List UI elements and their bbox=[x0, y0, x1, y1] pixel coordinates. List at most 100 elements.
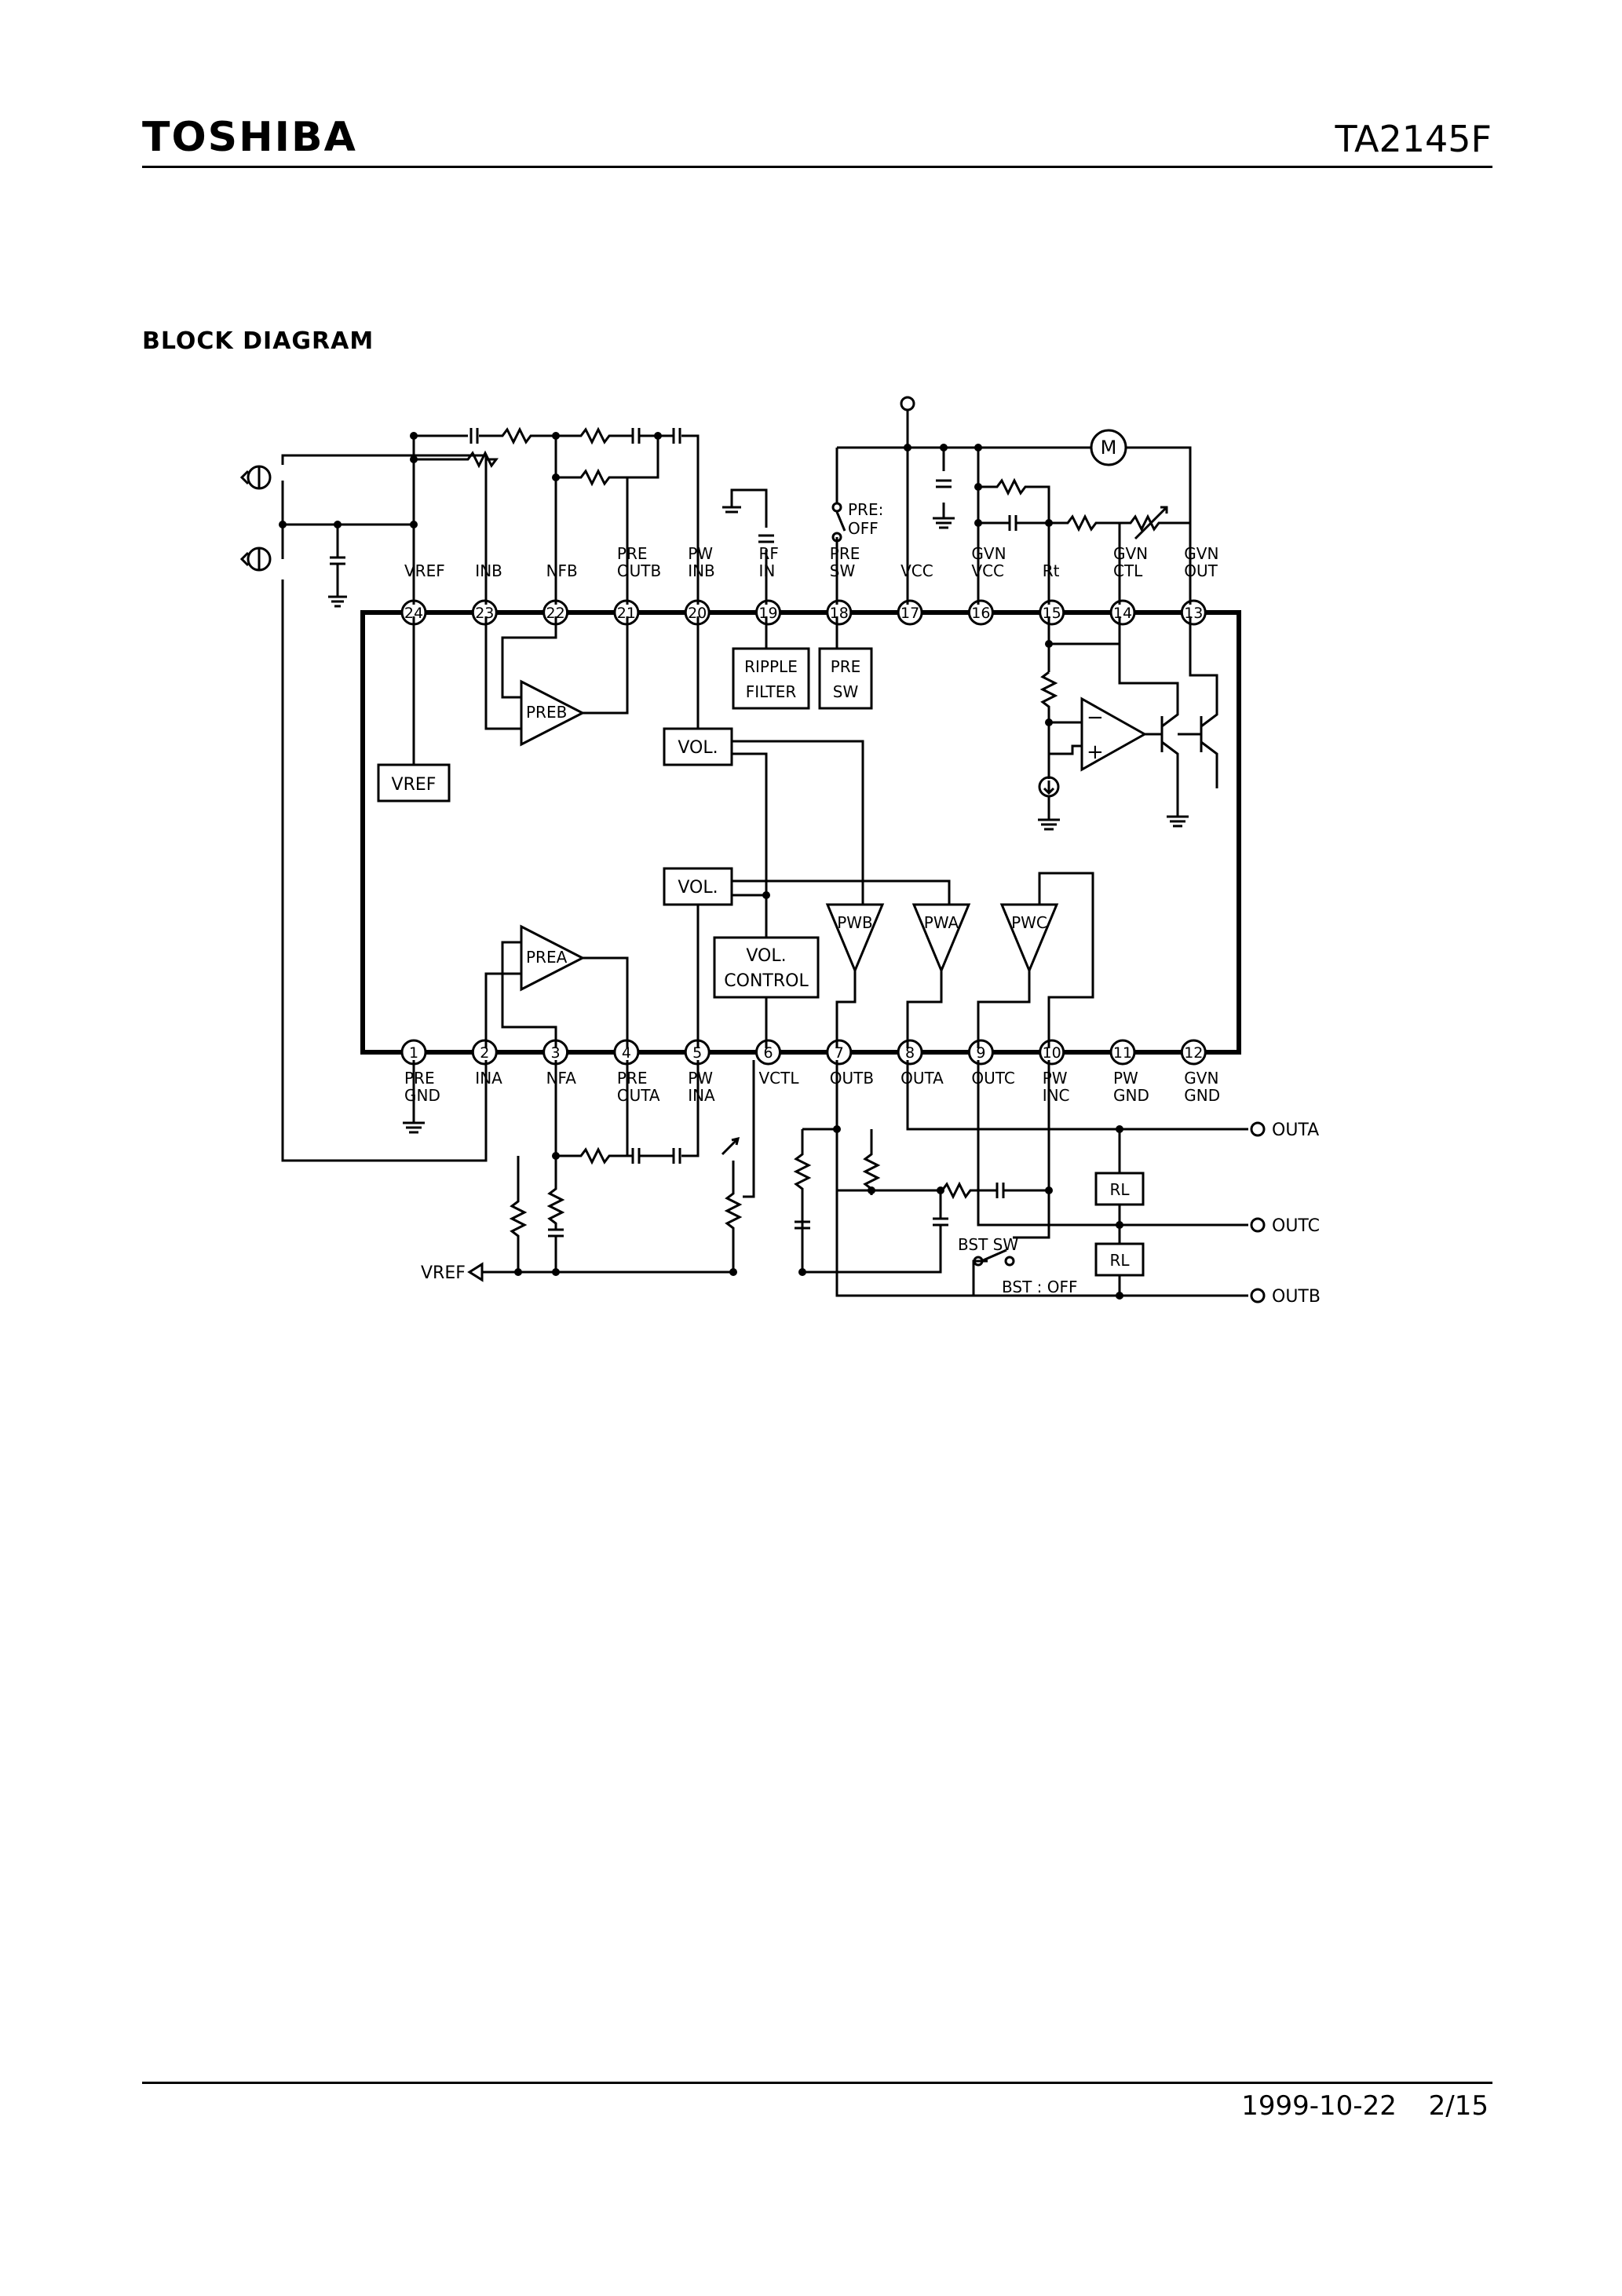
vol-a-label: VOL. bbox=[678, 878, 718, 898]
pin-label-2-0: INA bbox=[475, 1069, 502, 1088]
pin-10 bbox=[1039, 1039, 1065, 1066]
pin-number-13: 13 bbox=[1184, 605, 1203, 622]
pin-label-21-1: OUTB bbox=[617, 561, 661, 580]
pre-off-label-2: OFF bbox=[848, 519, 879, 538]
pin-number-1: 1 bbox=[409, 1044, 418, 1062]
pin-16 bbox=[967, 599, 994, 626]
pin-label-18-0: PRE bbox=[830, 544, 860, 563]
brand-logo: TOSHIBA bbox=[142, 114, 357, 161]
pin-label-22-0: NFB bbox=[546, 561, 578, 580]
pin-18 bbox=[826, 599, 853, 626]
pre-sw-block bbox=[818, 647, 873, 710]
pin-label-4-1: OUTA bbox=[617, 1086, 660, 1105]
pin-label-12-1: GND bbox=[1184, 1086, 1220, 1105]
external-bottom-wiring: RL RL bbox=[279, 432, 1266, 1303]
footer-page: 2/15 bbox=[1428, 2090, 1489, 2122]
pin-label-10-1: INC bbox=[1043, 1086, 1070, 1105]
vol-control-label-1: VOL. bbox=[746, 946, 786, 966]
pin-8 bbox=[897, 1039, 923, 1066]
bst-sw-label: BST SW bbox=[958, 1235, 1018, 1254]
ripple-filter-block bbox=[732, 647, 810, 710]
pre-sw-label-1: PRE bbox=[831, 657, 861, 676]
pin-label-15-0: Rt bbox=[1043, 561, 1060, 580]
pin-label-5-1: INA bbox=[688, 1086, 715, 1105]
pin-label-11-1: GND bbox=[1113, 1086, 1149, 1105]
pin-label-18-1: SW bbox=[830, 561, 856, 580]
vol-b-label: VOL. bbox=[678, 738, 718, 758]
ripple-filter-label-1: RIPPLE bbox=[744, 657, 798, 676]
pin-19 bbox=[755, 599, 781, 626]
ripple-filter-label-2: FILTER bbox=[746, 682, 797, 701]
pin-label-19-0: RF bbox=[759, 544, 779, 563]
out-b-terminal-icon bbox=[1250, 1288, 1266, 1303]
vref-external-label: VREF bbox=[421, 1263, 466, 1283]
pin-number-12: 12 bbox=[1184, 1044, 1203, 1062]
input-jack-a-icon bbox=[239, 547, 272, 572]
pin-17 bbox=[897, 599, 923, 626]
vref-block-label: VREF bbox=[392, 775, 437, 795]
pin-number-11: 11 bbox=[1113, 1044, 1132, 1062]
pin-number-4: 4 bbox=[622, 1044, 631, 1062]
ic-package bbox=[360, 610, 1241, 1055]
pre-sw-label-2: SW bbox=[833, 682, 859, 701]
motor-icon: M bbox=[1101, 437, 1117, 459]
pin-label-23-0: INB bbox=[475, 561, 502, 580]
out-c-terminal-icon bbox=[1250, 1217, 1266, 1233]
pin-number-23: 23 bbox=[475, 605, 494, 622]
pin-9 bbox=[967, 1039, 994, 1066]
pin-15 bbox=[1039, 599, 1065, 626]
pre-a-amplifier bbox=[520, 924, 586, 992]
pw-a-amplifier bbox=[911, 903, 971, 974]
pw-b-amplifier bbox=[825, 903, 885, 974]
pre-b-label: PREB bbox=[526, 703, 567, 722]
out-b-label: OUTB bbox=[1272, 1287, 1321, 1307]
pin-label-4-0: PRE bbox=[617, 1069, 648, 1088]
pw-c-amplifier bbox=[999, 903, 1059, 974]
opamp-minus-icon: − bbox=[1087, 706, 1104, 729]
pin-number-24: 24 bbox=[404, 605, 423, 622]
pin-number-21: 21 bbox=[617, 605, 636, 622]
pin-label-1-0: PRE bbox=[404, 1069, 435, 1088]
internal-wiring bbox=[412, 616, 1218, 1048]
vol-b-block bbox=[663, 727, 733, 766]
pin-label-6-0: VCTL bbox=[759, 1069, 800, 1088]
pin-label-24-0: VREF bbox=[404, 561, 445, 580]
rl-1-label: RL bbox=[1109, 1180, 1130, 1199]
out-a-terminal-icon bbox=[1250, 1121, 1266, 1137]
out-c-label: OUTC bbox=[1272, 1216, 1320, 1236]
pin-number-22: 22 bbox=[546, 605, 565, 622]
pin-label-16-0: GVN bbox=[971, 544, 1006, 563]
pin-number-6: 6 bbox=[763, 1044, 773, 1062]
vol-control-block bbox=[713, 936, 820, 999]
pre-b-amplifier bbox=[520, 679, 586, 747]
pre-off-label-1: PRE: bbox=[848, 500, 883, 519]
pin-number-18: 18 bbox=[830, 605, 849, 622]
rl-2-label: RL bbox=[1109, 1251, 1130, 1270]
opamp-plus-icon: + bbox=[1087, 740, 1104, 764]
pin-label-16-1: VCC bbox=[971, 561, 1004, 580]
pin-number-16: 16 bbox=[971, 605, 990, 622]
vol-control-label-2: CONTROL bbox=[724, 971, 809, 991]
pin-label-1-1: GND bbox=[404, 1086, 440, 1105]
vref-arrow-icon bbox=[467, 1262, 484, 1282]
part-number: TA2145F bbox=[1335, 118, 1492, 160]
pin-number-3: 3 bbox=[551, 1044, 561, 1062]
pin-label-20-1: INB bbox=[688, 561, 715, 580]
pin-7 bbox=[826, 1039, 853, 1066]
pin-number-10: 10 bbox=[1043, 1044, 1061, 1062]
external-top-wiring: M bbox=[281, 396, 1192, 1162]
transistor-1-icon bbox=[1145, 691, 1179, 788]
pin-label-11-0: PW bbox=[1113, 1069, 1138, 1088]
pin-label-21-0: PRE bbox=[617, 544, 648, 563]
pin-number-5: 5 bbox=[692, 1044, 702, 1062]
pin-number-2: 2 bbox=[480, 1044, 489, 1062]
pin-2 bbox=[471, 1039, 498, 1066]
pw-a-label: PWA bbox=[924, 913, 959, 932]
pin-label-5-0: PW bbox=[688, 1069, 713, 1088]
pin-label-20-0: PW bbox=[688, 544, 713, 563]
header-rule bbox=[142, 166, 1492, 168]
pin-12 bbox=[1180, 1039, 1207, 1066]
gvn-opamp bbox=[1080, 696, 1148, 772]
pin-number-14: 14 bbox=[1113, 605, 1132, 622]
pin-number-17: 17 bbox=[901, 605, 919, 622]
